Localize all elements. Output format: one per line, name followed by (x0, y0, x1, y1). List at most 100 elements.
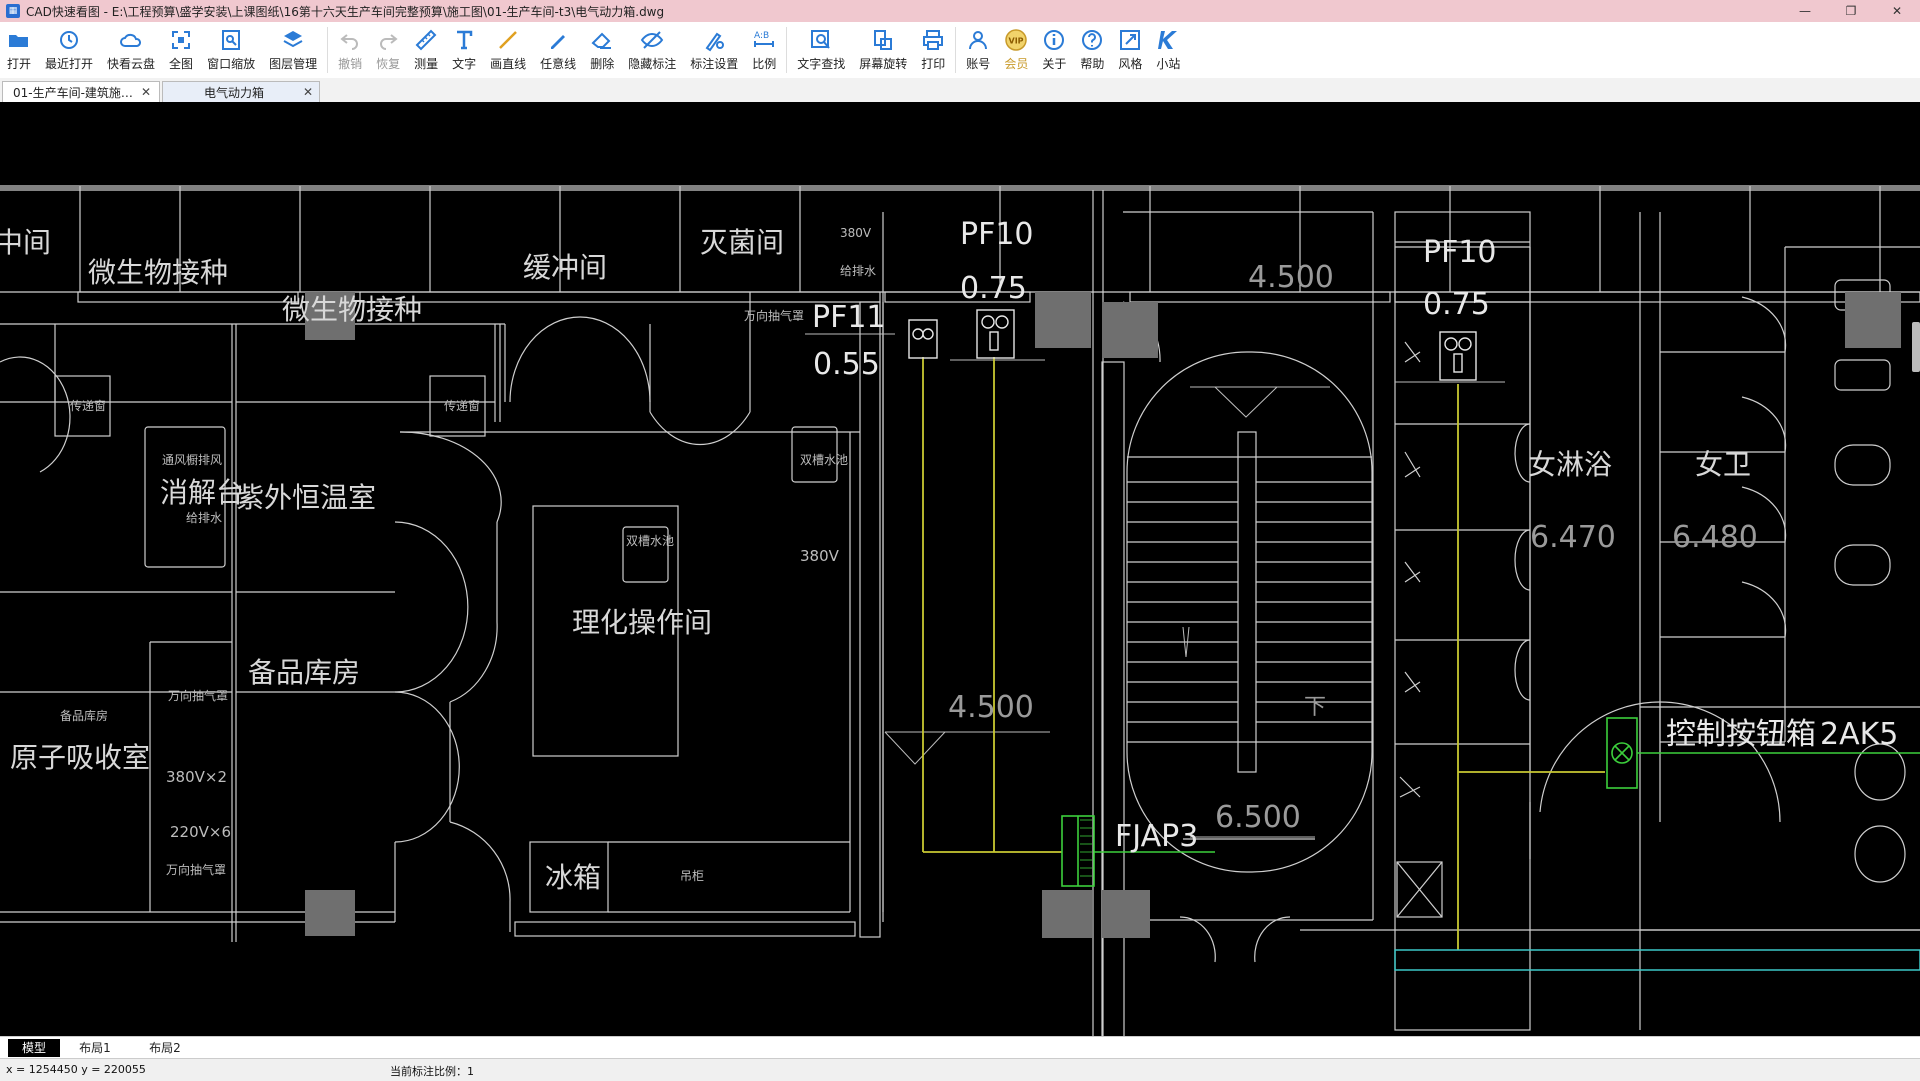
control-box-label: 控制按钮箱 (1666, 717, 1816, 752)
annotation-settings-button[interactable]: 标注设置 (683, 22, 745, 78)
info-icon (1044, 30, 1065, 50)
room-label: 灭菌间 (700, 226, 784, 259)
room-label: 原子吸收室 (10, 741, 150, 774)
window-zoom-icon (222, 30, 241, 50)
account-button[interactable]: 账号 (959, 22, 997, 78)
annotation-text: 双槽水池 (626, 534, 674, 548)
window-zoom-button[interactable]: 窗口缩放 (200, 22, 262, 78)
toolbar-divider (955, 27, 957, 73)
style-icon (1120, 30, 1141, 50)
layout-tab-1[interactable]: 布局1 (79, 1041, 111, 1055)
fan-power-pf10: 0.75 (960, 271, 1027, 306)
room-label: 理化操作间 (572, 606, 712, 639)
annotation-text: 传递窗 (70, 398, 106, 413)
elevation-label: 6.470 (1530, 520, 1616, 555)
redo-button[interactable]: 恢复 (369, 22, 407, 78)
layout-tab-model[interactable]: 模型 (8, 1039, 60, 1057)
text-search-icon (811, 30, 831, 49)
style-button[interactable]: 风格 (1111, 22, 1149, 78)
draw-line-button[interactable]: 画直线 (483, 22, 533, 78)
window-title: CAD快速看图 - E:\工程预算\盛学安装\上课图纸\16第十六天生产车间完整… (26, 4, 665, 19)
annotation-text: 吊柜 (680, 869, 704, 883)
undo-button[interactable]: 撤销 (331, 22, 369, 78)
annotation-text: 220V×6 (170, 823, 231, 841)
hide-annotation-button[interactable]: 隐藏标注 (621, 22, 683, 78)
annotation-text: 给排水 (186, 511, 222, 525)
close-button[interactable]: ✕ (1891, 4, 1903, 18)
account-icon (969, 31, 988, 50)
screen-rotate-button[interactable]: 屏幕旋转 (852, 22, 914, 78)
cloud-drive-button[interactable]: 快看云盘 (100, 22, 162, 78)
scale-icon: A:B (754, 31, 775, 47)
layout-tab-2[interactable]: 布局2 (149, 1041, 181, 1055)
history-icon (60, 31, 79, 49)
fullview-button[interactable]: 全图 (162, 22, 200, 78)
tab-close-icon[interactable]: ✕ (302, 85, 313, 99)
minimize-button[interactable]: — (1799, 4, 1811, 18)
measure-icon (415, 29, 437, 51)
app-logo-icon: ▦ (6, 4, 20, 18)
recent-open-button[interactable]: 最近打开 (38, 22, 100, 78)
toolbar-divider (786, 27, 788, 73)
annotation-text: 万向抽气罩 (744, 308, 804, 323)
panel-label-2ak5: 2AK5 (1820, 717, 1898, 752)
fan-label-pf10-right: PF10 (1423, 235, 1497, 270)
text-icon (457, 30, 473, 50)
open-button[interactable]: 打开 (0, 22, 38, 78)
rotate-icon (874, 30, 893, 50)
annotation-text: 380V (840, 226, 872, 240)
vip-icon: VIP (1005, 29, 1028, 51)
text-search-button[interactable]: 文字查找 (790, 22, 852, 78)
maximize-button[interactable]: ❐ (1845, 4, 1857, 18)
print-button[interactable]: 打印 (914, 22, 952, 78)
measure-button[interactable]: 测量 (407, 22, 445, 78)
cursor-coordinates: x = 1254450 y = 220055 (6, 1063, 146, 1076)
room-label: 备品库房 (248, 656, 360, 689)
scroll-handle[interactable] (1912, 322, 1920, 372)
elevation-label: 4.500 (1248, 260, 1334, 295)
annotation-text: 万向抽气罩 (168, 688, 228, 703)
help-icon (1082, 30, 1103, 50)
room-label: 冰箱 (545, 861, 601, 894)
layers-icon (283, 31, 303, 48)
room-label: 微生物接种 (282, 293, 422, 326)
room-label: 微生物接种 (88, 256, 228, 289)
tab-electrical-panel[interactable]: 电气动力箱 ✕ (162, 81, 320, 102)
line-icon (499, 31, 518, 49)
layout-tabbar: 模型 布局1 布局2 (0, 1036, 1920, 1059)
drawing-canvas[interactable]: 中间 微生物接种 微生物接种 缓冲间 灭菌间 紫外恒温室 消解台 理化操作间 备… (0, 102, 1920, 1036)
fullview-icon (172, 31, 191, 49)
print-icon (923, 30, 944, 50)
room-label: 女卫 (1695, 448, 1751, 481)
room-label: 女淋浴 (1528, 448, 1612, 481)
annotation-text: 通风橱排风 (162, 453, 222, 467)
help-button[interactable]: 帮助 (1073, 22, 1111, 78)
text-button[interactable]: 文字 (445, 22, 483, 78)
svg-text:VIP: VIP (1009, 37, 1024, 46)
elevation-label: 6.500 (1215, 800, 1301, 835)
annotation-text: 给排水 (840, 264, 876, 278)
freehand-button[interactable]: 任意线 (533, 22, 583, 78)
station-icon (1158, 31, 1178, 49)
main-toolbar: 打开 最近打开 快看云盘 全图 窗口缩放 图层管理 撤销 恢复 测量 文字 画直… (0, 22, 1920, 79)
room-label: 中间 (0, 226, 51, 259)
tab-close-icon[interactable]: ✕ (140, 85, 151, 99)
status-bar: x = 1254450 y = 220055 当前标注比例：1 (0, 1058, 1920, 1081)
fan-power-pf11: 0.55 (813, 347, 880, 382)
hide-annotation-icon (641, 31, 664, 49)
stair-direction-label: 下 (1304, 695, 1326, 720)
annotation-text: 380V (800, 547, 840, 565)
about-button[interactable]: 关于 (1035, 22, 1073, 78)
elevation-label: 6.480 (1672, 520, 1758, 555)
tab-building-plan[interactable]: 01-生产车间-建筑施… ✕ (2, 81, 160, 102)
delete-button[interactable]: 删除 (583, 22, 621, 78)
fan-label-pf10: PF10 (960, 217, 1034, 252)
cad-drawing[interactable]: 中间 微生物接种 微生物接种 缓冲间 灭菌间 紫外恒温室 消解台 理化操作间 备… (0, 102, 1920, 1036)
station-button[interactable]: 小站 (1149, 22, 1187, 78)
toolbar-divider (327, 27, 329, 73)
cloud-icon (120, 33, 142, 47)
layer-manager-button[interactable]: 图层管理 (262, 22, 324, 78)
annotation-text: 380V×2 (166, 768, 227, 786)
